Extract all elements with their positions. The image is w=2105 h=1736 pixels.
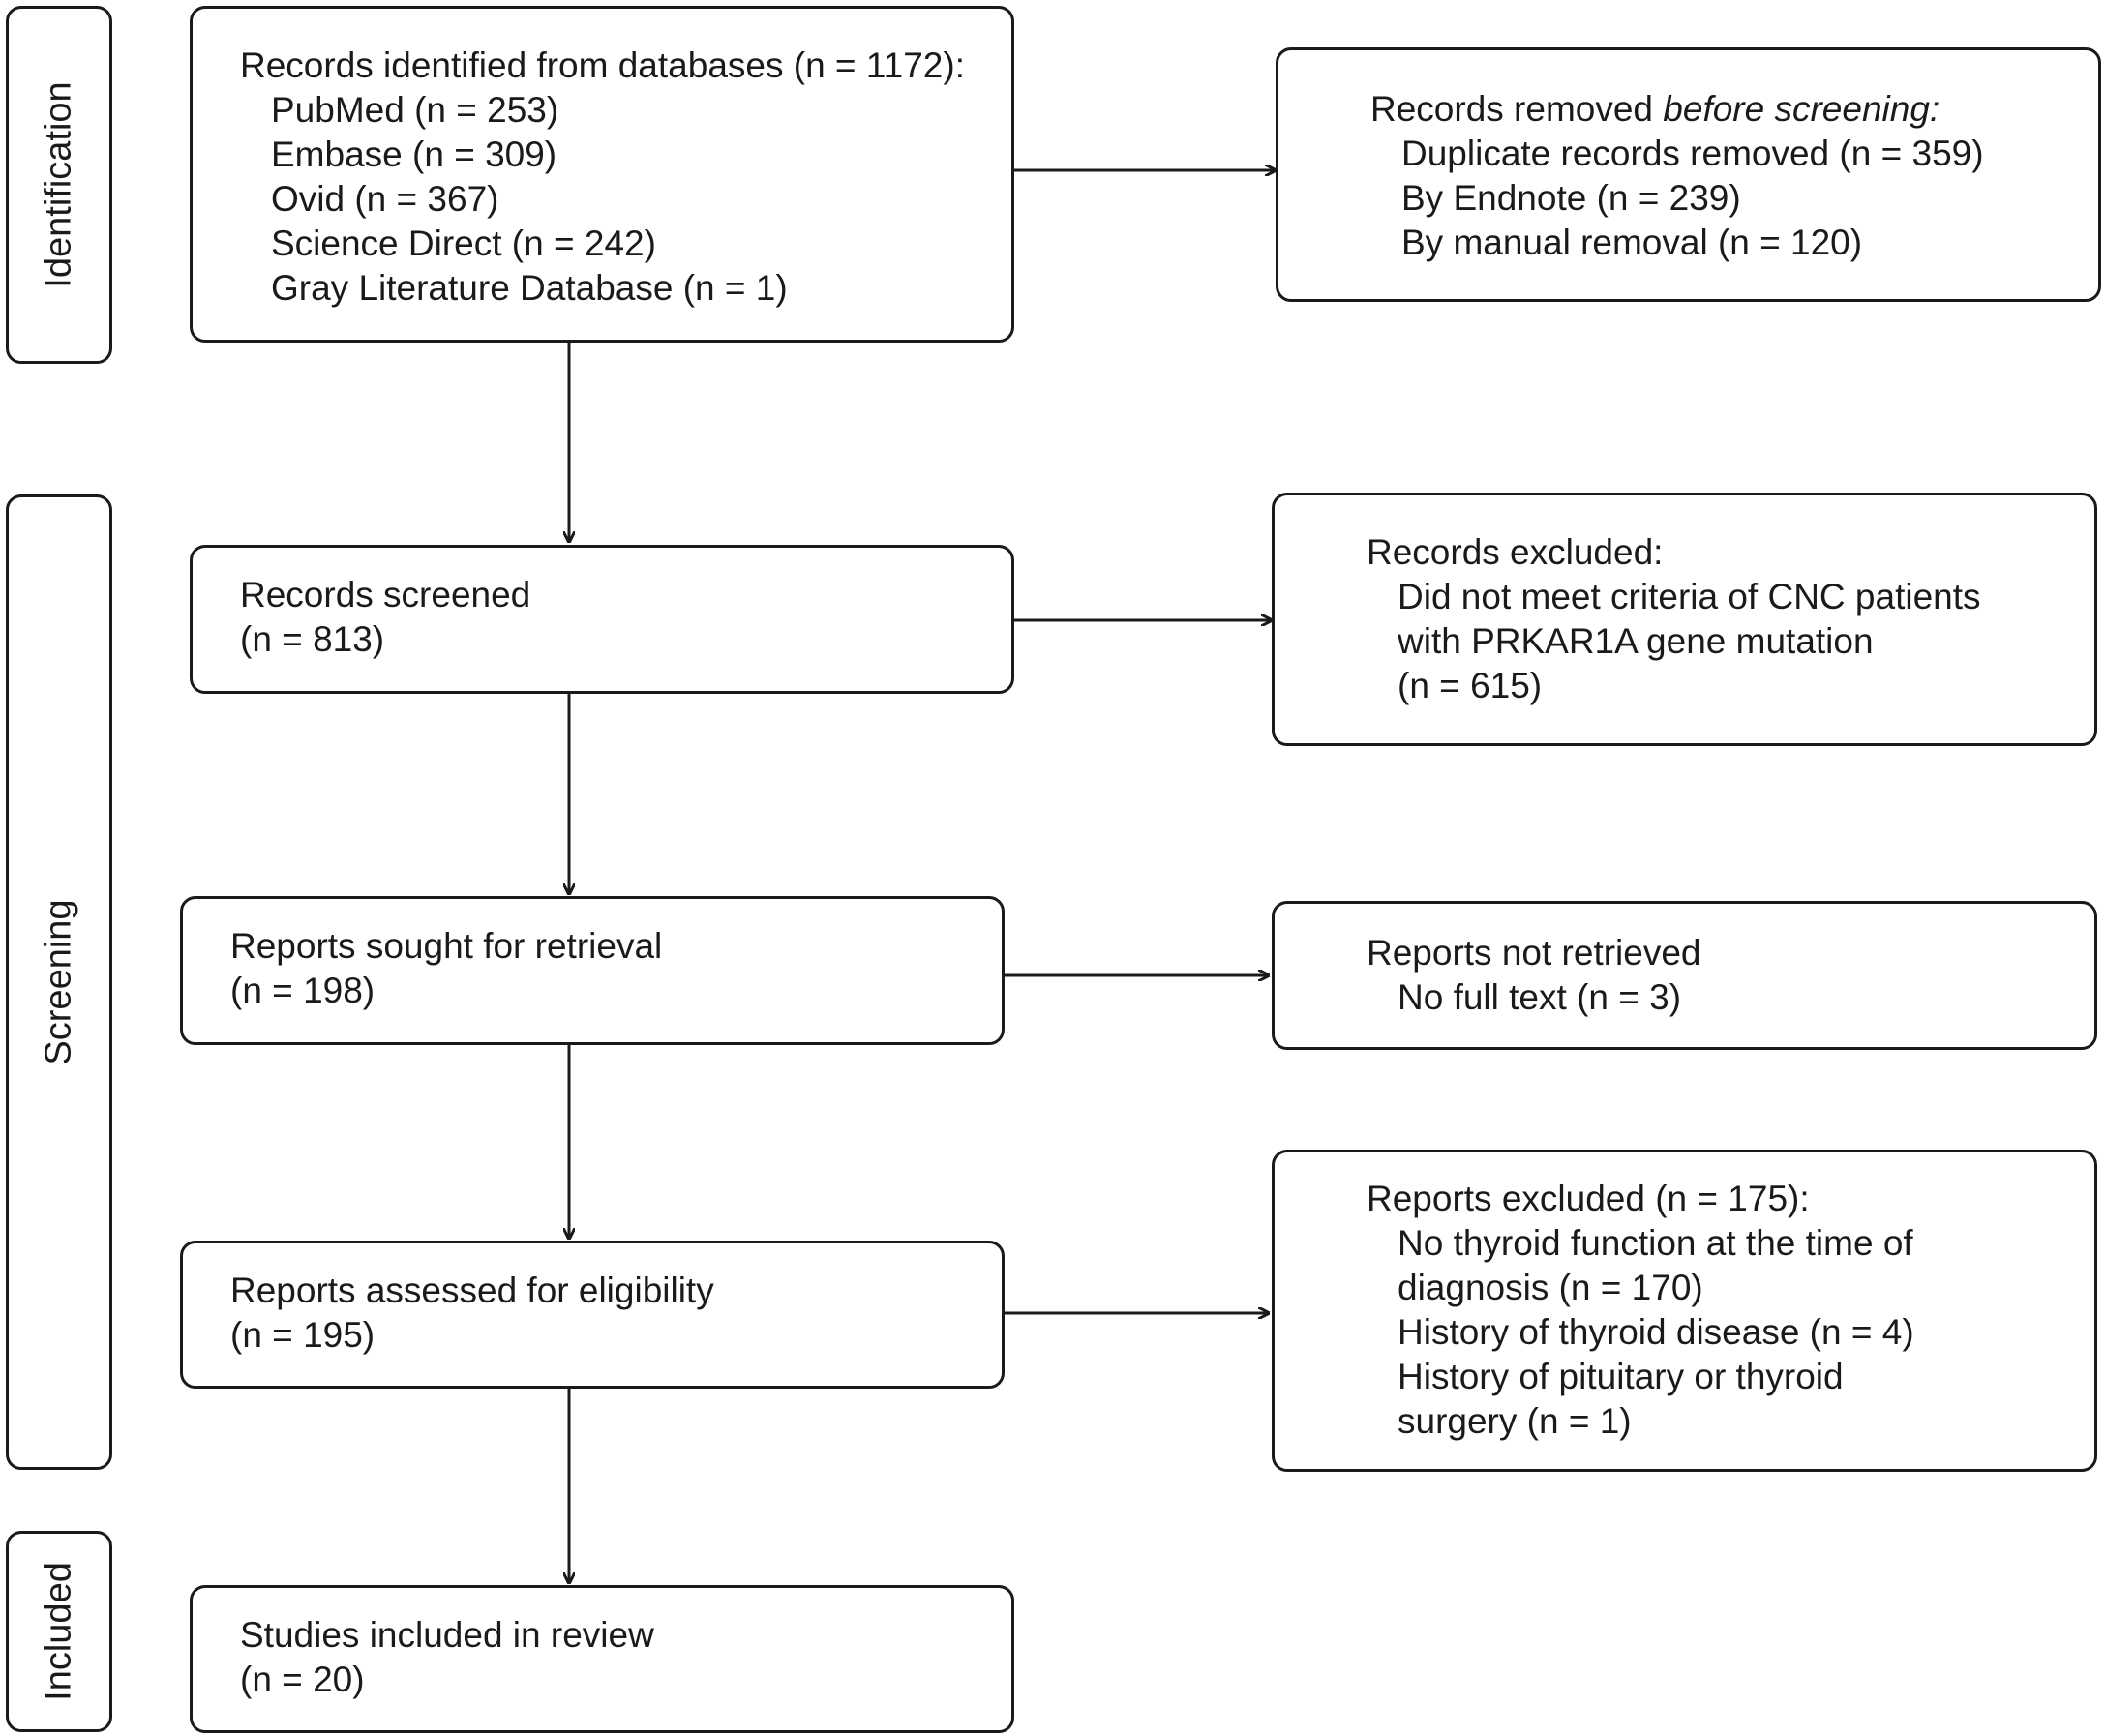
identified-item: Ovid (n = 367) xyxy=(271,179,499,219)
excluded-reports-item: No thyroid function at the time of xyxy=(1398,1223,1913,1263)
removed-box: Records removed before screening: Duplic… xyxy=(1276,47,2101,302)
assessed-box: Reports assessed for eligibility (n = 19… xyxy=(180,1241,1005,1389)
stage-screening: Screening xyxy=(6,494,112,1470)
not-retrieved-box: Reports not retrieved No full text (n = … xyxy=(1272,901,2097,1050)
not-retrieved-title: Reports not retrieved xyxy=(1367,933,1701,973)
identified-item: Gray Literature Database (n = 1) xyxy=(271,268,788,308)
excluded-records-item: (n = 615) xyxy=(1398,666,1543,705)
included-label: Studies included in review xyxy=(240,1615,654,1655)
removed-title-italic: before screening: xyxy=(1663,89,1940,129)
excluded-reports-box: Reports excluded (n = 175): No thyroid f… xyxy=(1272,1150,2097,1472)
sought-box: Reports sought for retrieval (n = 198) xyxy=(180,896,1005,1045)
excluded-records-title: Records excluded: xyxy=(1367,532,1664,572)
excluded-records-item: with PRKAR1A gene mutation xyxy=(1398,621,1874,661)
removed-item: By manual removal (n = 120) xyxy=(1401,223,1863,262)
assessed-count: (n = 195) xyxy=(230,1315,376,1355)
removed-item: By Endnote (n = 239) xyxy=(1401,178,1741,218)
excluded-reports-item: History of thyroid disease (n = 4) xyxy=(1398,1312,1914,1352)
stage-included: Included xyxy=(6,1531,112,1732)
removed-item: Duplicate records removed (n = 359) xyxy=(1401,134,1984,173)
removed-title-plain: Records removed xyxy=(1370,89,1664,129)
screened-label: Records screened xyxy=(240,575,531,614)
excluded-reports-title: Reports excluded (n = 175): xyxy=(1367,1179,1810,1218)
sought-label: Reports sought for retrieval xyxy=(230,926,663,966)
excluded-reports-item: surgery (n = 1) xyxy=(1398,1401,1632,1441)
included-count: (n = 20) xyxy=(240,1660,365,1699)
excluded-records-box: Records excluded: Did not meet criteria … xyxy=(1272,493,2097,746)
included-box: Studies included in review (n = 20) xyxy=(190,1585,1014,1733)
screened-count: (n = 813) xyxy=(240,619,385,659)
screened-box: Records screened (n = 813) xyxy=(190,545,1014,694)
identified-item: Science Direct (n = 242) xyxy=(271,224,656,263)
excluded-reports-item: History of pituitary or thyroid xyxy=(1398,1357,1844,1396)
not-retrieved-item: No full text (n = 3) xyxy=(1398,977,1682,1017)
identified-item: PubMed (n = 253) xyxy=(271,90,559,130)
removed-title: Records removed before screening: xyxy=(1370,87,1984,132)
identified-box: Records identified from databases (n = 1… xyxy=(190,6,1014,343)
stage-identification: Identification xyxy=(6,6,112,364)
assessed-label: Reports assessed for eligibility xyxy=(230,1271,714,1310)
identified-title: Records identified from databases (n = 1… xyxy=(240,45,965,85)
identified-item: Embase (n = 309) xyxy=(271,135,557,174)
excluded-reports-item: diagnosis (n = 170) xyxy=(1398,1268,1703,1307)
sought-count: (n = 198) xyxy=(230,971,376,1010)
excluded-records-item: Did not meet criteria of CNC patients xyxy=(1398,577,1981,616)
